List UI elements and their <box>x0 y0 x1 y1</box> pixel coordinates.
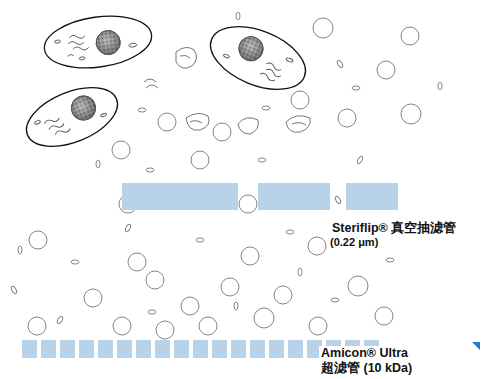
membrane-pore-block <box>288 340 303 358</box>
product-label: Amicon® Ultra <box>319 346 410 360</box>
cell-debris <box>144 47 310 134</box>
membrane-pore-block <box>174 340 189 358</box>
product-label: Steriflip® 真空抽滤管 <box>330 221 458 235</box>
membrane-pore-block <box>250 340 265 358</box>
membrane-pore-block <box>41 340 56 358</box>
pore-size: (0.22 μm) <box>330 236 378 249</box>
membrane-pore-block <box>60 340 75 358</box>
small-molecules <box>10 12 442 324</box>
product-label: 超滤管 (10 kDa) <box>319 361 414 375</box>
membrane-pore-block <box>212 340 227 358</box>
membrane-pore-block <box>193 340 208 358</box>
filter-membrane-022 <box>122 183 398 210</box>
proteins <box>28 18 421 339</box>
membrane-pore-block <box>117 340 132 358</box>
membrane-pore-block <box>98 340 113 358</box>
cells <box>18 10 314 158</box>
membrane-pore-block <box>79 340 94 358</box>
corner-mark <box>472 342 480 350</box>
membrane-pore-block <box>269 340 284 358</box>
membrane-pore-block <box>231 340 246 358</box>
membrane-pore-block <box>155 340 170 358</box>
membrane-pore-block <box>22 340 37 358</box>
membrane-pore-block <box>136 340 151 358</box>
